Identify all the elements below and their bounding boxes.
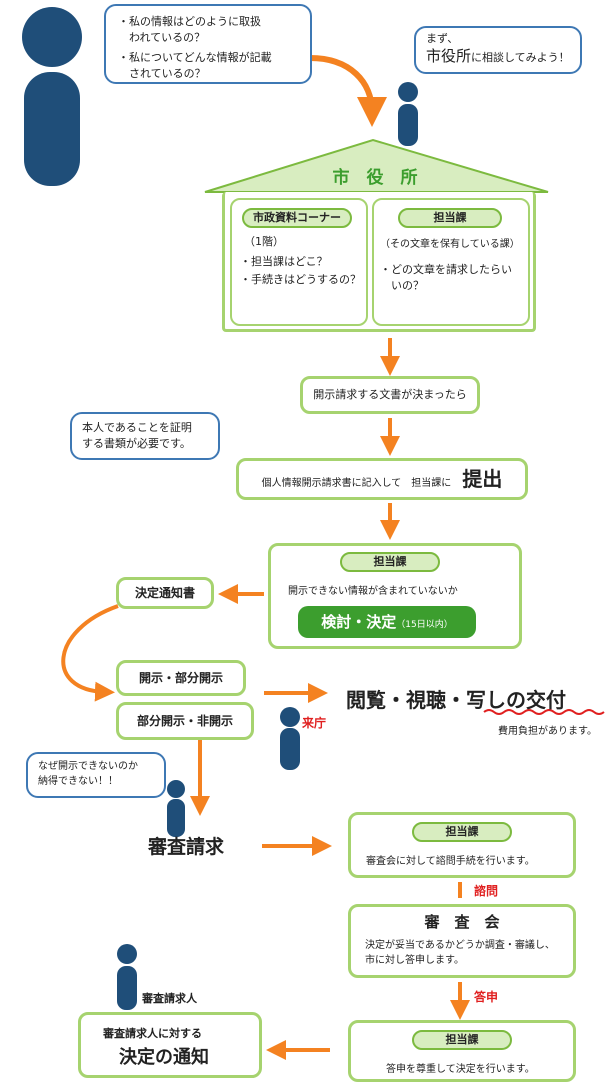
consult-bubble: まず、 市役所に相談してみよう！ [414,26,582,74]
delivery-big: 閲覧・視聴・写しの交付 [346,688,566,712]
dept-pill: 担当課 [398,208,502,228]
step-decided: 開示請求する文書が決まったら [300,376,480,414]
visit-label: 来庁 [302,716,327,730]
notice-box: 決定通知書 [116,577,214,609]
dept-item1: ・どの文章を請求したらい [380,263,512,276]
nondisclose-box: 部分開示・非開示 [116,702,254,740]
dept-inquiry-pill: 担当課 [412,822,512,842]
council-title: 審 査 会 [424,913,500,931]
review-pill: 担当課 [340,552,440,572]
dept-decide-pill: 担当課 [412,1030,512,1050]
arrow-to-city-hall [309,55,387,127]
question-bubble: ・私の情報はどのように取扱 われているの？ ・私についてどんな情報が記載 されて… [104,4,312,84]
council-line1: 決定が妥当であるかどうか調査・審議し、 [365,940,555,951]
submit-big: 提出 [462,467,503,491]
question-line2: われているの？ [118,31,206,44]
submit-text: 個人情報開示請求書に記入して 担当課に [261,478,452,489]
corner-item2: ・手続きはどうするの？ [240,273,361,286]
appeal-label: 審査請求 [148,836,225,858]
corner-pill: 市政資料コーナー [242,208,352,228]
city-hall-title: 市 役 所 [332,168,418,188]
dissatisfied-line2: 納得できない！！ [38,776,118,787]
corner-item1: ・担当課はどこ？ [240,255,328,268]
dissatisfied-bubble: なぜ開示できないのか 納得できない！！ [26,752,166,798]
dept-decide-text: 答申を尊重して決定を行います。 [386,1064,535,1075]
disclose-box: 開示・部分開示 [116,660,246,696]
consult-rest: に相談してみよう！ [471,51,570,64]
review-green: 検討・決定（15日以内） [298,606,476,638]
appellant-label: 審査請求人 [142,992,197,1005]
question-line1: ・私の情報はどのように取扱 [118,15,261,28]
person-icon-appeal [167,780,185,837]
wavy-underline [483,709,605,715]
review-big: 検討・決定 [321,613,397,631]
step-submit: 個人情報開示請求書に記入して 担当課に 提出 [236,458,528,500]
council-line2: 市に対し答申します。 [365,955,464,966]
corner-floor: （1階） [244,235,284,248]
question-line4: されているの？ [118,67,206,80]
dept-sub: （その文章を保有している課） [380,239,520,250]
step-decided-text: 開示請求する文書が決まったら [313,388,467,401]
consult-cityhall: 市役所 [426,47,472,65]
dept-inquiry-text: 審査会に対して諮問手続を行います。 [366,856,535,867]
id-bubble: 本人であることを証明 する書類が必要です。 [70,412,220,460]
person-icon-consult [398,82,418,146]
final-line1: 審査請求人に対する [103,1027,202,1040]
report-label: 答申 [474,990,499,1004]
person-icon-visit [280,707,300,770]
nondisclose-text: 部分開示・非開示 [136,714,233,728]
person-icon-large [22,7,82,186]
id-line1: 本人であることを証明 [82,421,192,434]
dept-item2: いの？ [380,279,424,292]
delivery-note: 費用負担があります。 [498,726,597,737]
notice-text: 決定通知書 [134,586,195,600]
arrow-notice-to-results [61,604,119,702]
consult-line1: まず、 [426,32,459,45]
review-text: 開示できない情報が含まれていないか [288,586,458,597]
council-box: 審 査 会 決定が妥当であるかどうか調査・審議し、 市に対し答申します。 [348,904,576,978]
question-line3: ・私についてどんな情報が記載 [118,51,272,64]
review-small: （15日以内） [396,620,453,630]
dissatisfied-line1: なぜ開示できないのか [38,761,138,772]
disclose-text: 開示・部分開示 [138,671,223,685]
final-line2: 決定の通知 [119,1047,209,1068]
inquiry-label: 諮問 [474,884,499,898]
final-box: 審査請求人に対する 決定の通知 [78,1012,262,1078]
person-icon-appellant [117,944,137,1010]
id-line2: する書類が必要です。 [82,437,191,450]
